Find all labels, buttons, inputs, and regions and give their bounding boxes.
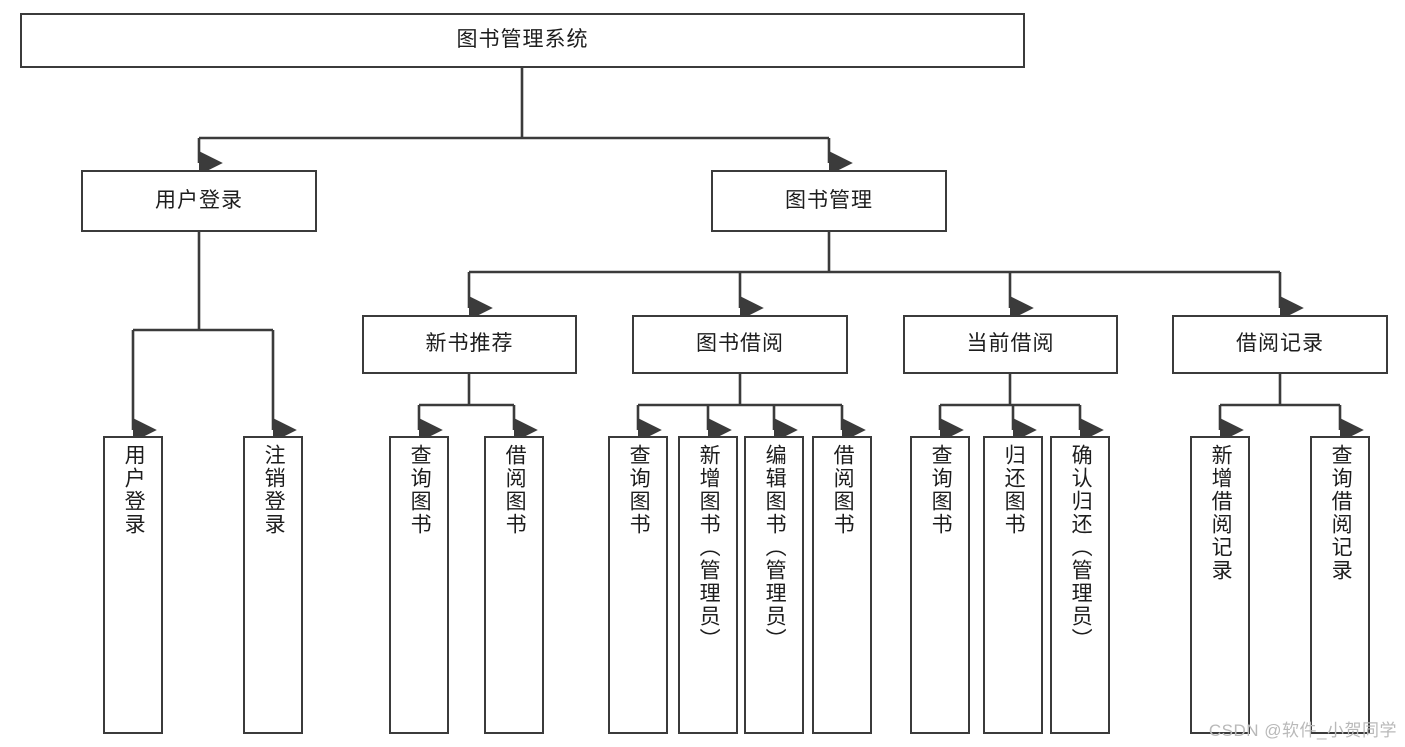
node-leaf-query-book-3[interactable]: 查询图书 xyxy=(910,436,970,734)
node-label: 新增图书（管理员） xyxy=(697,444,721,651)
node-borrow-record[interactable]: 借阅记录 xyxy=(1172,315,1388,374)
node-label: 借阅记录 xyxy=(1236,332,1324,356)
node-label: 查询借阅记录 xyxy=(1329,444,1353,582)
node-leaf-user-login[interactable]: 用户登录 xyxy=(103,436,163,734)
node-label: 图书管理系统 xyxy=(456,28,589,52)
node-leaf-logout[interactable]: 注销登录 xyxy=(243,436,303,734)
node-label: 注销登录 xyxy=(262,444,286,536)
node-leaf-query-borrow-record[interactable]: 查询借阅记录 xyxy=(1310,436,1370,734)
csdn-watermark: CSDN @软件_小贺同学 xyxy=(1208,721,1397,740)
node-label: 当前借阅 xyxy=(966,332,1055,356)
node-label: 新书推荐 xyxy=(425,332,514,356)
node-leaf-confirm-return[interactable]: 确认归还（管理员） xyxy=(1050,436,1110,734)
node-label: 用户登录 xyxy=(122,444,146,536)
node-label: 确认归还（管理员） xyxy=(1069,444,1093,651)
node-label: 查询图书 xyxy=(408,444,432,536)
node-leaf-add-book[interactable]: 新增图书（管理员） xyxy=(678,436,738,734)
node-label: 编辑图书（管理员） xyxy=(763,444,787,651)
node-leaf-borrow-book-1[interactable]: 借阅图书 xyxy=(484,436,544,734)
node-label: 归还图书 xyxy=(1002,444,1026,536)
node-label: 用户登录 xyxy=(155,188,243,212)
node-leaf-query-book-1[interactable]: 查询图书 xyxy=(389,436,449,734)
node-current-borrow[interactable]: 当前借阅 xyxy=(903,315,1118,374)
node-label: 查询图书 xyxy=(627,444,651,536)
node-book-management[interactable]: 图书管理 xyxy=(711,170,947,232)
node-leaf-return-book[interactable]: 归还图书 xyxy=(983,436,1043,734)
node-leaf-edit-book[interactable]: 编辑图书（管理员） xyxy=(744,436,804,734)
node-new-book-recommend[interactable]: 新书推荐 xyxy=(362,315,577,374)
node-label: 借阅图书 xyxy=(831,444,855,536)
node-leaf-query-book-2[interactable]: 查询图书 xyxy=(608,436,668,734)
node-label: 新增借阅记录 xyxy=(1209,444,1233,582)
node-leaf-borrow-book-2[interactable]: 借阅图书 xyxy=(812,436,872,734)
node-root-system[interactable]: 图书管理系统 xyxy=(20,13,1025,68)
node-label: 图书借阅 xyxy=(696,332,784,356)
node-book-borrow[interactable]: 图书借阅 xyxy=(632,315,848,374)
node-user-login[interactable]: 用户登录 xyxy=(81,170,317,232)
node-leaf-add-borrow-record[interactable]: 新增借阅记录 xyxy=(1190,436,1250,734)
node-label: 借阅图书 xyxy=(503,444,527,536)
node-label: 查询图书 xyxy=(929,444,953,536)
node-label: 图书管理 xyxy=(785,188,873,212)
